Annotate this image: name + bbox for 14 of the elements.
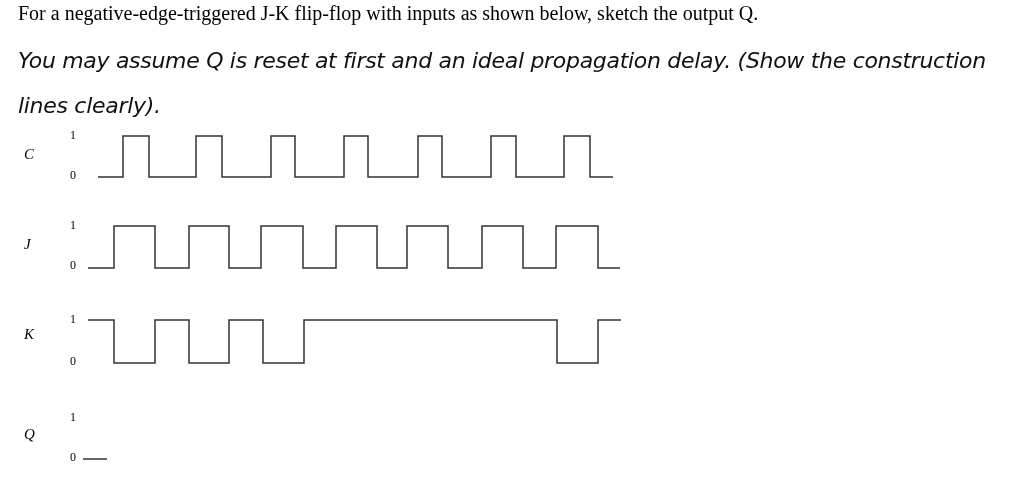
signal-name: C bbox=[24, 146, 34, 163]
level-label: 1 bbox=[70, 128, 76, 143]
level-label: 0 bbox=[70, 354, 76, 369]
level-label: 0 bbox=[70, 450, 76, 465]
question-text: For a negative-edge-triggered J-K flip-flop with inputs as shown below, sketch the output Q. bbox=[18, 2, 759, 25]
level-label: 1 bbox=[70, 410, 76, 425]
level-label: 0 bbox=[70, 258, 76, 273]
signal-name: J bbox=[24, 236, 31, 253]
level-label: 1 bbox=[70, 218, 76, 233]
level-label: 0 bbox=[70, 168, 76, 183]
level-label: 1 bbox=[70, 312, 76, 327]
instruction-text: You may assume Q is reset at first and an ideal propagation delay. (Show the construction lines clearly). bbox=[18, 47, 987, 120]
signal-name: K bbox=[24, 326, 34, 343]
signal-name: Q bbox=[24, 426, 35, 443]
